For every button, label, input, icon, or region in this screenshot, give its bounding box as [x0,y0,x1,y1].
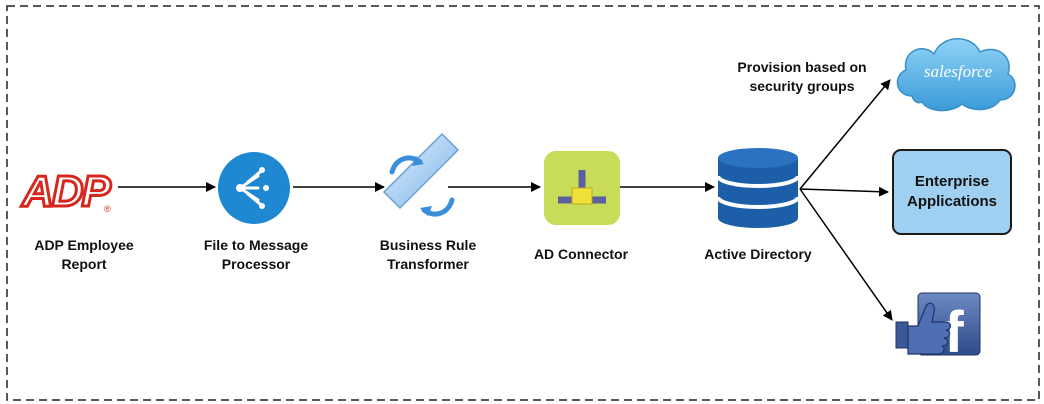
adp-reg-mark: ® [104,204,111,214]
adp-label: ADP Employee Report [10,236,158,274]
connector-icon [544,151,620,225]
connector-label: AD Connector [533,246,629,262]
processor-label: File to Message Processor [182,236,330,274]
processor-label-line2: Processor [221,256,291,272]
salesforce-cloud-icon: salesforce [896,38,1016,112]
dashed-boundary [6,5,1040,401]
transform-icon [382,132,460,217]
annotation-line1: Provision based on [737,59,867,75]
adp-logo-text: ADP [21,167,112,216]
facebook-logo-text: f [944,300,964,365]
enterprise-applications-box: Enterprise Applications [892,149,1012,235]
arrow-directory-to-enterprise [799,186,889,197]
processor-label-line1: File to Message [203,237,309,253]
annotation-line2: security groups [749,78,855,94]
salesforce-logo-text: salesforce [924,62,993,81]
directory-label: Active Directory [704,246,812,262]
enterprise-label-line1: Enterprise [914,173,990,190]
database-icon [716,148,800,228]
arrow-directory-to-facebook [799,188,893,321]
transformer-label-line1: Business Rule [379,237,477,253]
adp-logo: ADP ® [20,166,116,218]
transformer-label: Business Rule Transformer [352,236,504,274]
adp-label-line1: ADP Employee [34,237,134,253]
adp-label-line2: Report [61,256,107,272]
facebook-like-icon: f [895,292,981,365]
arrow-directory-to-salesforce [799,79,891,190]
share-icon [218,152,290,224]
transformer-label-line2: Transformer [387,256,469,272]
enterprise-label-line2: Applications [906,193,997,210]
provision-annotation: Provision based on security groups [726,58,878,96]
